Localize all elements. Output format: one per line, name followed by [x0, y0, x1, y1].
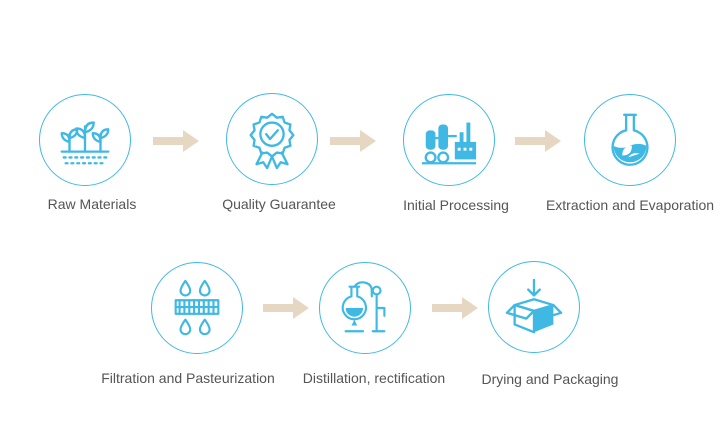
factory-icon [421, 122, 477, 165]
step-drying-packaging-circle [488, 261, 580, 353]
step-filtration-pasteurization-label: Filtration and Pasteurization [101, 370, 275, 386]
step-initial-processing-label: Initial Processing [403, 197, 509, 213]
quality-badge-icon [249, 112, 295, 170]
arrow-right-icon [153, 130, 199, 152]
filter-droplets-icon [174, 279, 220, 336]
step-distillation-rectification-label: Distillation, rectification [302, 370, 446, 386]
step-initial-processing-circle [403, 94, 495, 186]
step-extraction-evaporation-circle [584, 94, 676, 186]
step-filtration-pasteurization-circle [151, 262, 243, 354]
package-box-icon [505, 278, 563, 334]
step-raw-materials-circle [39, 94, 131, 186]
step-raw-materials-label: Raw Materials [47, 196, 137, 212]
arrow-right-icon [515, 130, 561, 152]
step-quality-guarantee-label: Quality Guarantee [222, 196, 336, 212]
step-quality-guarantee-circle [226, 93, 318, 185]
arrow-right-icon [263, 297, 309, 319]
step-extraction-evaporation-label: Extraction and Evaporation [545, 197, 715, 213]
arrow-right-icon [432, 297, 478, 319]
sprouts-in-soil-icon [60, 121, 110, 165]
arrow-right-icon [330, 130, 376, 152]
distillation-apparatus-icon [341, 281, 386, 333]
step-distillation-rectification-circle [319, 262, 411, 354]
step-drying-packaging-label: Drying and Packaging [481, 371, 619, 387]
flask-leaf-icon [611, 113, 649, 166]
